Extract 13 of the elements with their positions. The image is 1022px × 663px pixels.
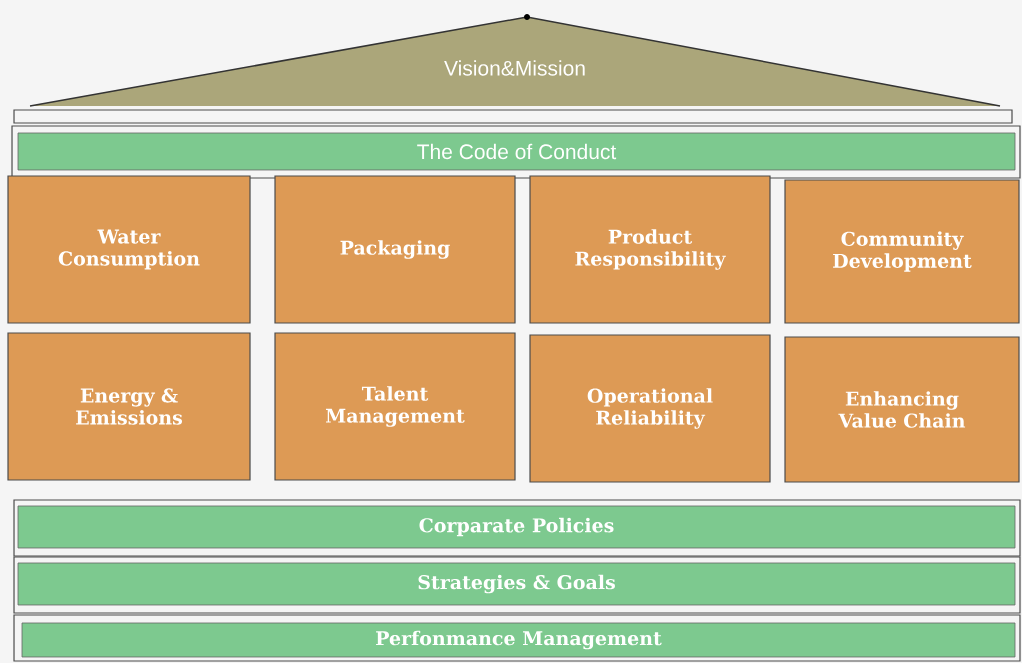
topic-box: Community Development bbox=[784, 179, 1020, 324]
banner-bar: Corparate Policies bbox=[17, 505, 1016, 549]
topic-box: Water Consumption bbox=[7, 175, 251, 324]
topic-box: Operational Reliability bbox=[529, 334, 771, 483]
topic-box: Packaging bbox=[274, 175, 516, 324]
roof-triangle: Vision&Mission bbox=[13, 14, 1013, 124]
topic-box: Product Responsibility bbox=[529, 175, 771, 324]
banner-bar: Perfonmance Management bbox=[21, 622, 1016, 658]
topic-box: Enhancing Value Chain bbox=[784, 336, 1020, 483]
topic-box: Energy & Emissions bbox=[7, 332, 251, 481]
topic-box: Talent Management bbox=[274, 332, 516, 481]
banner-bar: Strategies & Goals bbox=[17, 562, 1016, 606]
banner-bar: The Code of Conduct bbox=[17, 132, 1016, 171]
